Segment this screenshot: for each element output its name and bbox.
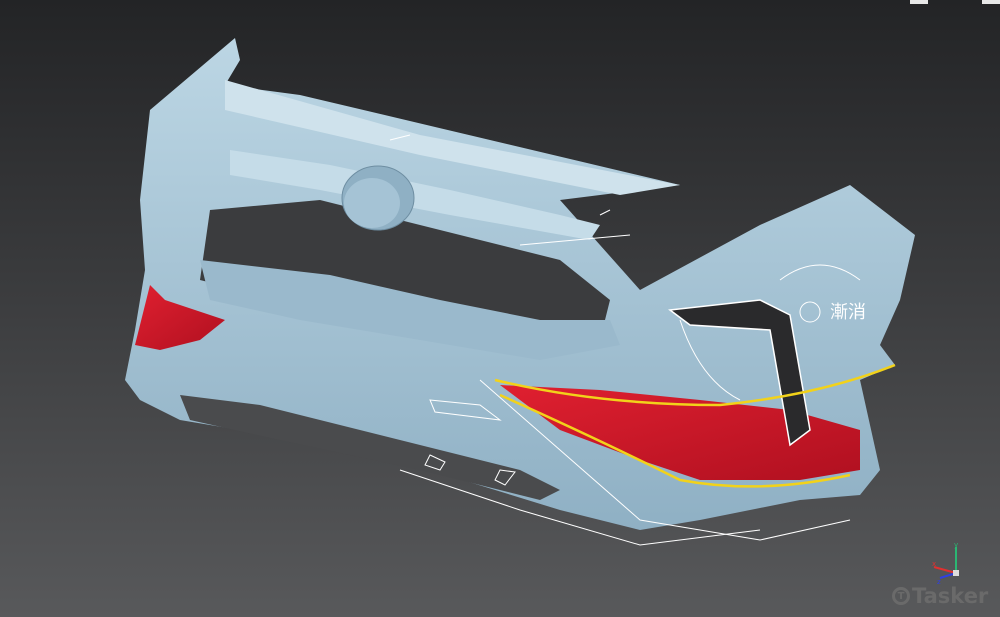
yellow-curve xyxy=(494,363,896,407)
annotation-label: 漸消 xyxy=(830,302,866,323)
viewport-toolbar xyxy=(910,0,1000,5)
construction-curves xyxy=(389,134,861,546)
axis-y-label: y xyxy=(954,541,959,549)
fog-lamp-bezel xyxy=(668,299,811,447)
axis-x-line xyxy=(933,566,957,574)
axis-x-label: x xyxy=(932,560,937,568)
upper-grille-opening xyxy=(200,200,610,340)
emblem-face xyxy=(344,178,400,228)
toolbar-button[interactable] xyxy=(982,0,1000,4)
grille-slat xyxy=(230,150,600,240)
watermark: T Tasker xyxy=(892,584,988,608)
left-red-reflector xyxy=(135,285,225,350)
lower-grille-opening xyxy=(180,395,560,500)
upper-lip xyxy=(225,80,680,195)
yellow-curve xyxy=(499,393,851,488)
toolbar-button[interactable] xyxy=(910,0,928,4)
axis-triad xyxy=(933,547,959,579)
watermark-text: Tasker xyxy=(912,584,989,608)
tasker-logo-icon: T xyxy=(892,587,910,605)
right-red-reflector xyxy=(500,385,860,480)
axis-z-label: z xyxy=(937,578,941,586)
mid-band xyxy=(200,260,620,360)
